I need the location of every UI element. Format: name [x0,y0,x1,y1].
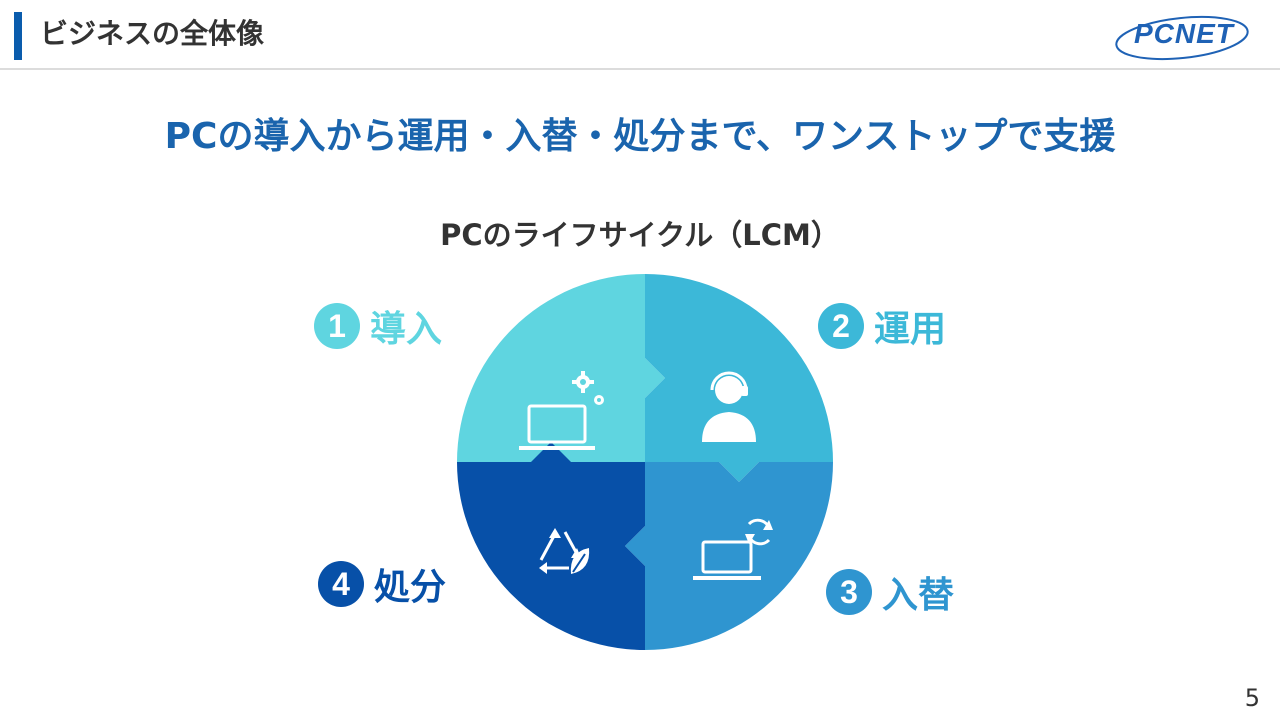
quadrant-replacement [625,462,833,650]
stage-label: 運用 [874,309,947,350]
support-agent-icon [702,371,756,442]
stage-number-badge: 4 [318,561,364,607]
header-divider [0,68,1280,70]
quadrant-disposal [457,442,645,650]
recycle-leaf-icon [539,528,590,574]
stage-introduction: 1 導入 [314,298,442,354]
stage-operation: 2 運用 [818,298,946,354]
stage-number-badge: 1 [314,303,360,349]
pcnet-logo: PCNET [1112,12,1264,62]
header-title: ビジネスの全体像 [40,17,265,50]
stage-label: 入替 [882,575,955,616]
lifecycle-subtitle: PCのライフサイクル（LCM） [440,218,840,252]
header: ビジネスの全体像 PCNET [0,0,1280,70]
stage-number-badge: 2 [818,303,864,349]
page-number: 5 [1244,684,1260,712]
stage-disposal: 4 処分 [318,556,446,612]
logo-text: PCNET [1134,18,1234,49]
stage-label: 処分 [374,567,447,608]
header-accent-bar [14,12,22,60]
laptop-gears-icon [519,371,604,450]
quadrant-introduction [457,274,665,462]
stage-replacement: 3 入替 [826,564,954,620]
laptop-refresh-icon [693,518,773,580]
lifecycle-wheel [457,274,833,650]
stage-label: 導入 [370,309,443,350]
stage-number-badge: 3 [826,569,872,615]
main-title: PCの導入から運用・入替・処分まで、ワンストップで支援 [164,116,1116,157]
logo-swoosh-icon [1115,15,1249,61]
